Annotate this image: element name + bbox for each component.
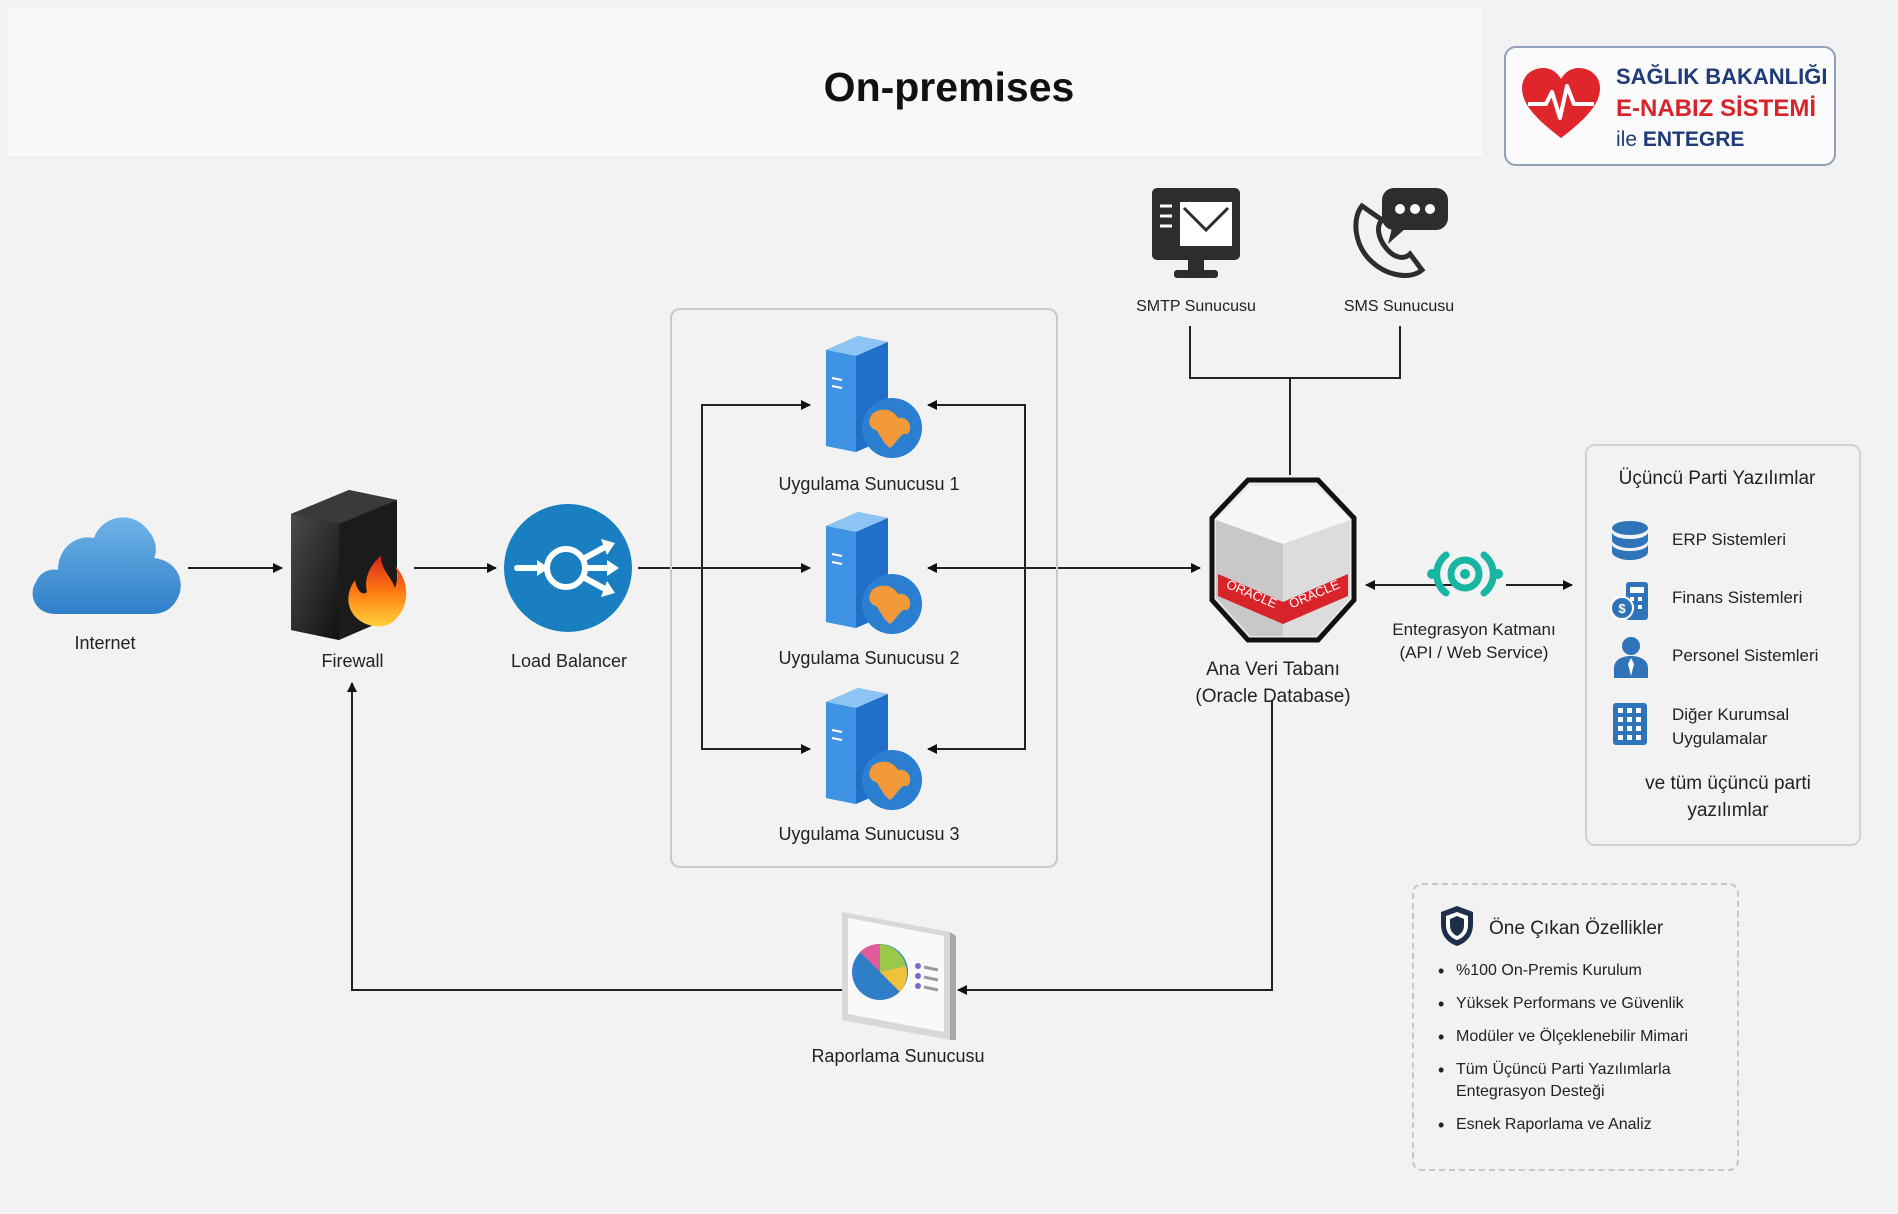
third-party-panel bbox=[1585, 444, 1861, 846]
feature-item: Esnek Raporlama ve Analiz bbox=[1438, 1114, 1728, 1136]
edge-lb-app1 bbox=[701, 400, 811, 568]
app-server-group bbox=[670, 308, 1058, 868]
firewall-icon bbox=[291, 490, 407, 640]
third-party-item-erp: ERP Sistemleri bbox=[1672, 530, 1786, 549]
brand-line1: SAĞLIK BAKANLIĞI bbox=[1616, 64, 1828, 89]
third-party-item-other: Diğer Kurumsal Uygulamalar bbox=[1672, 705, 1790, 748]
load-balancer-icon bbox=[504, 504, 632, 632]
person-icon bbox=[1614, 637, 1648, 678]
integration-icon bbox=[1427, 551, 1503, 597]
database-stack-icon bbox=[1612, 521, 1648, 560]
app-server-1-label: Uygulama Sunucusu 1 bbox=[778, 474, 960, 494]
brand-line3-prefix: ile bbox=[1616, 128, 1638, 151]
heart-icon bbox=[1522, 68, 1600, 138]
reporting-server-icon bbox=[842, 912, 956, 1040]
feature-item: %100 On-Premis Kurulum bbox=[1438, 960, 1728, 982]
edge-lb-app3 bbox=[701, 568, 811, 754]
integration-label-line1: Entegrasyon Katmanı bbox=[1392, 620, 1556, 639]
integration-label: Entegrasyon Katmanı (API / Web Service) bbox=[1378, 618, 1570, 664]
app-server-3-icon bbox=[826, 688, 922, 810]
database-label-line1: Ana Veri Tabanı bbox=[1206, 659, 1340, 680]
firewall-label: Firewall bbox=[321, 651, 384, 671]
edge-db-app1 bbox=[927, 400, 1026, 568]
app-server-2-label: Uygulama Sunucusu 2 bbox=[778, 648, 960, 668]
database-label-line2: (Oracle Database) bbox=[1195, 686, 1351, 707]
sms-server-icon bbox=[1353, 188, 1448, 278]
app-server-2-icon bbox=[826, 512, 922, 634]
third-party-title: Üçüncü Parti Yazılımlar bbox=[1618, 468, 1816, 489]
brand-badge: SAĞLIK BAKANLIĞI E-NABIZ SİSTEMİ ile ENT… bbox=[1504, 46, 1836, 166]
oracle-database-icon: ORACLE ORACLE bbox=[1209, 477, 1357, 643]
third-party-item-personnel: Personel Sistemleri bbox=[1672, 646, 1819, 665]
cloud-icon bbox=[32, 517, 181, 614]
brand-line3-strong: ENTEGRE bbox=[1642, 128, 1745, 151]
third-party-item-finance: Finans Sistemleri bbox=[1672, 588, 1803, 607]
building-icon bbox=[1613, 703, 1647, 745]
edge-db-app3 bbox=[927, 568, 1026, 754]
edge-db-reporting bbox=[957, 700, 1273, 995]
app-server-1-icon bbox=[826, 336, 922, 458]
features-title: Öne Çıkan Özellikler bbox=[1489, 918, 1664, 939]
finance-icon: $ bbox=[1610, 582, 1648, 620]
brand-line3: ile ENTEGRE bbox=[1616, 128, 1744, 152]
edge-reporting-firewall bbox=[347, 682, 842, 991]
app-server-3-label: Uygulama Sunucusu 3 bbox=[778, 824, 960, 844]
features-list: %100 On-Premis Kurulum Yüksek Performans… bbox=[1438, 960, 1728, 1147]
brand-line2: E-NABIZ SİSTEMİ bbox=[1616, 95, 1817, 122]
feature-item: Yüksek Performans ve Güvenlik bbox=[1438, 993, 1728, 1015]
feature-item: Modüler ve Ölçeklenebilir Mimari bbox=[1438, 1026, 1728, 1048]
page-title: On-premises bbox=[823, 64, 1075, 110]
smtp-server-icon bbox=[1152, 188, 1240, 278]
svg-text:$: $ bbox=[1618, 601, 1626, 616]
sms-server-label: SMS Sunucusu bbox=[1343, 298, 1455, 315]
shield-icon bbox=[1441, 906, 1473, 946]
database-label: Ana Veri Tabanı (Oracle Database) bbox=[1180, 656, 1366, 710]
integration-label-line2: (API / Web Service) bbox=[1399, 643, 1549, 662]
title-band bbox=[8, 8, 1483, 156]
features-box bbox=[1412, 883, 1739, 1171]
feature-item: Tüm Üçüncü Parti Yazılımlarla Entegrasyo… bbox=[1438, 1059, 1728, 1103]
internet-label: Internet bbox=[74, 633, 136, 653]
reporting-server-label: Raporlama Sunucusu bbox=[811, 1046, 985, 1066]
load-balancer-label: Load Balancer bbox=[510, 651, 628, 671]
third-party-more: ve tüm üçüncü parti yazılımlar bbox=[1645, 773, 1811, 821]
edge-smtp-sms bbox=[1189, 326, 1401, 379]
smtp-server-label: SMTP Sunucusu bbox=[1136, 298, 1256, 315]
